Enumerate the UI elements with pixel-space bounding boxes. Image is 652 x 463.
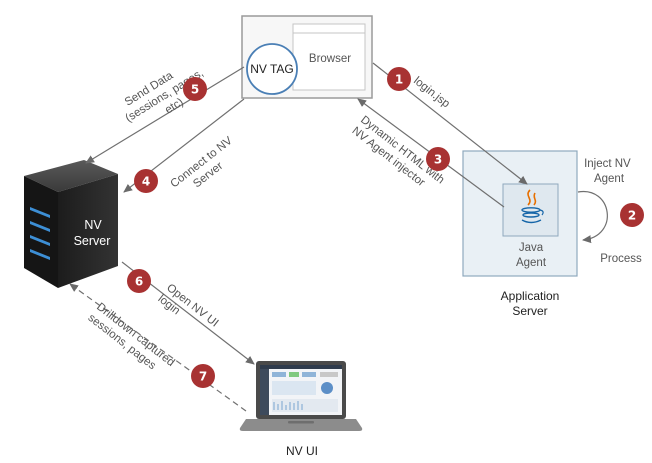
svg-text:1: 1 [395, 73, 403, 87]
step-badge-7: 7 [191, 364, 215, 388]
step-badge-6: 6 [127, 269, 151, 293]
step-badge-1: 1 [387, 67, 411, 91]
server-label-line1: NV [84, 218, 102, 232]
svg-text:7: 7 [199, 370, 207, 384]
java-agent-line1: Java [519, 242, 544, 254]
svg-text:3: 3 [434, 153, 442, 167]
step-badge-3: 3 [426, 147, 450, 171]
java-agent-box [502, 183, 559, 237]
nv-server: NV Server [24, 160, 118, 288]
step-badge-4: 4 [134, 169, 158, 193]
step-2-process-label: Process [600, 253, 642, 265]
nv-tag-label: NV TAG [250, 62, 294, 76]
svg-text:2: 2 [628, 209, 636, 223]
svg-text:4: 4 [142, 175, 150, 189]
step-7-label: Drilldown captured sessions, pages [86, 301, 180, 382]
browser-title: Browser [309, 53, 351, 65]
laptop-nv-ui: NV UI [239, 361, 363, 458]
step-4-label: Connect to NV Server [168, 133, 245, 202]
application-server-box: Java Agent Application Server [462, 150, 578, 318]
browser-box: Browser NV TAG [241, 15, 373, 99]
arrow-step-7 [69, 283, 247, 412]
step-badge-2: 2 [620, 203, 644, 227]
arrow-step-5 [85, 66, 245, 164]
java-agent-line2: Agent [516, 257, 547, 269]
nv-tag-circle [246, 43, 298, 95]
svg-text:6: 6 [135, 275, 143, 289]
application-server-caption-line2: Server [512, 304, 547, 318]
application-server-caption-line1: Application [501, 289, 560, 303]
step-6-label: Open NV UI login [156, 282, 223, 343]
server-label-line2: Server [74, 234, 111, 248]
java-icon [521, 189, 544, 224]
step-1-label: login.jsp [411, 75, 452, 110]
server-led-bars [30, 207, 50, 260]
laptop-caption: NV UI [286, 444, 318, 458]
svg-text:5: 5 [191, 83, 199, 97]
step-2-label: Inject NV Agent [584, 158, 634, 185]
step-badge-5: 5 [183, 77, 207, 101]
arrow-step-2-loop [577, 191, 608, 244]
